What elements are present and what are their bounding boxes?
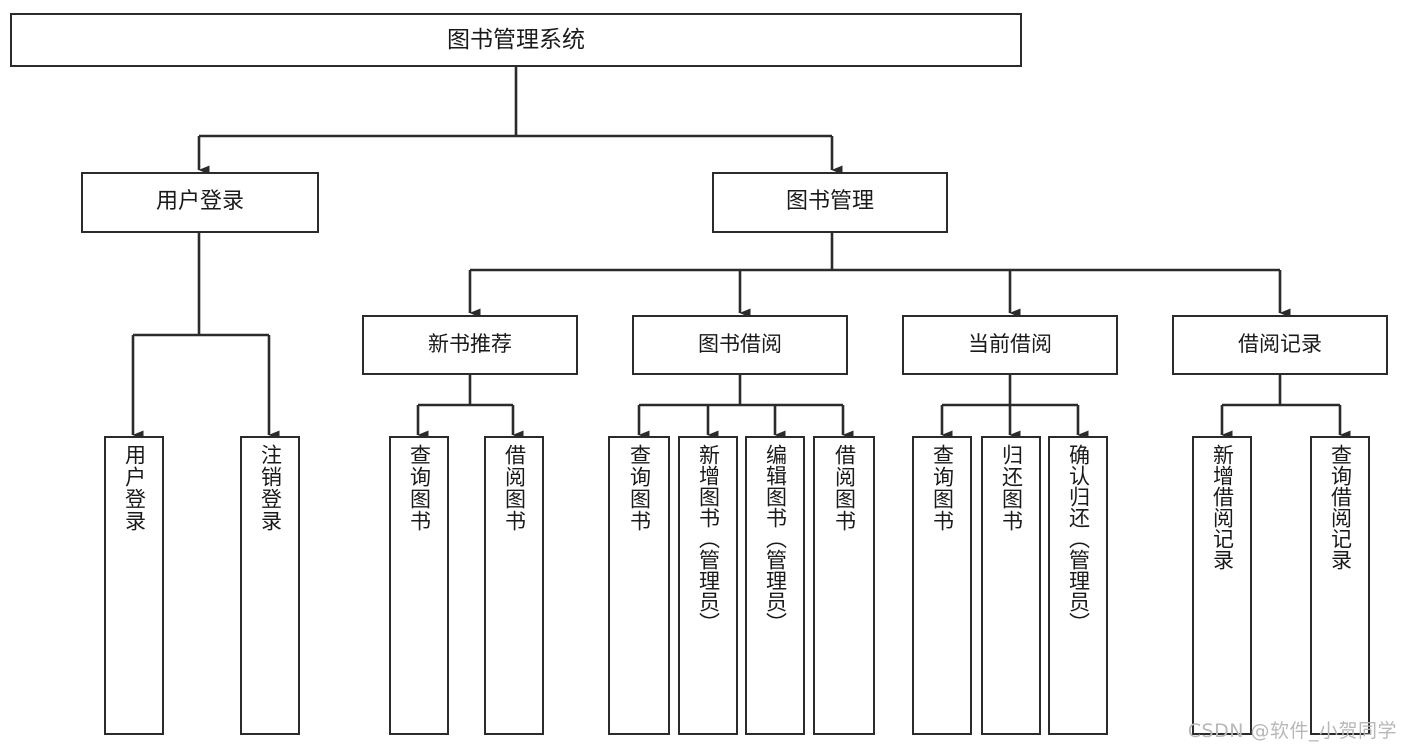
node-root-label: 图书管理系统	[447, 26, 585, 53]
node-book-management-label: 图书管理	[785, 189, 874, 215]
node-leaf-return-book-label: 归还图书	[999, 444, 1024, 532]
node-leaf-edit-book-admin[interactable]: 编辑图书（管理员）	[745, 436, 805, 735]
node-leaf-borrow-book[interactable]: 借阅图书	[813, 436, 875, 735]
node-leaf-add-borrow-record[interactable]: 新增借阅记录	[1192, 436, 1252, 735]
node-leaf-add-borrow-record-label: 新增借阅记录	[1210, 444, 1235, 570]
node-leaf-add-book-admin[interactable]: 新增图书（管理员）	[678, 436, 738, 735]
node-leaf-borrow-book-recommend[interactable]: 借阅图书	[484, 436, 544, 735]
node-book-management[interactable]: 图书管理	[712, 172, 948, 233]
node-leaf-query-book-recommend-label: 查询图书	[407, 444, 432, 532]
node-user-login-label: 用户登录	[155, 189, 244, 215]
node-leaf-query-book-borrow-label: 查询图书	[627, 444, 652, 532]
node-leaf-confirm-return-admin-label: 确认归还（管理员）	[1066, 444, 1091, 633]
node-current-borrow-label: 当前借阅	[968, 332, 1052, 357]
node-leaf-logout-label: 注销登录	[258, 444, 283, 532]
node-leaf-user-login-label: 用户登录	[122, 444, 147, 532]
node-leaf-query-book-current-label: 查询图书	[930, 444, 955, 532]
node-user-login[interactable]: 用户登录	[81, 172, 319, 233]
node-book-borrow[interactable]: 图书借阅	[632, 315, 848, 375]
node-leaf-return-book[interactable]: 归还图书	[981, 436, 1041, 735]
node-leaf-query-book-recommend[interactable]: 查询图书	[389, 436, 449, 735]
node-root-library-management-system[interactable]: 图书管理系统	[10, 13, 1022, 67]
node-leaf-edit-book-admin-label: 编辑图书（管理员）	[763, 444, 788, 633]
node-leaf-borrow-book-label: 借阅图书	[832, 444, 857, 532]
node-leaf-add-book-admin-label: 新增图书（管理员）	[696, 444, 721, 633]
node-borrow-record[interactable]: 借阅记录	[1172, 315, 1388, 375]
node-new-book-recommend[interactable]: 新书推荐	[362, 315, 578, 375]
node-borrow-record-label: 借阅记录	[1238, 332, 1322, 357]
node-current-borrow[interactable]: 当前借阅	[902, 315, 1118, 375]
node-leaf-borrow-book-recommend-label: 借阅图书	[502, 444, 527, 532]
node-leaf-query-book-borrow[interactable]: 查询图书	[608, 436, 670, 735]
node-new-book-recommend-label: 新书推荐	[428, 332, 512, 357]
node-leaf-query-borrow-record[interactable]: 查询借阅记录	[1310, 436, 1370, 735]
node-leaf-user-login[interactable]: 用户登录	[104, 436, 164, 735]
node-leaf-logout[interactable]: 注销登录	[240, 436, 300, 735]
node-book-borrow-label: 图书借阅	[698, 332, 782, 357]
node-leaf-query-book-current[interactable]: 查询图书	[912, 436, 972, 735]
node-leaf-confirm-return-admin[interactable]: 确认归还（管理员）	[1048, 436, 1108, 735]
node-leaf-query-borrow-record-label: 查询借阅记录	[1328, 444, 1353, 570]
